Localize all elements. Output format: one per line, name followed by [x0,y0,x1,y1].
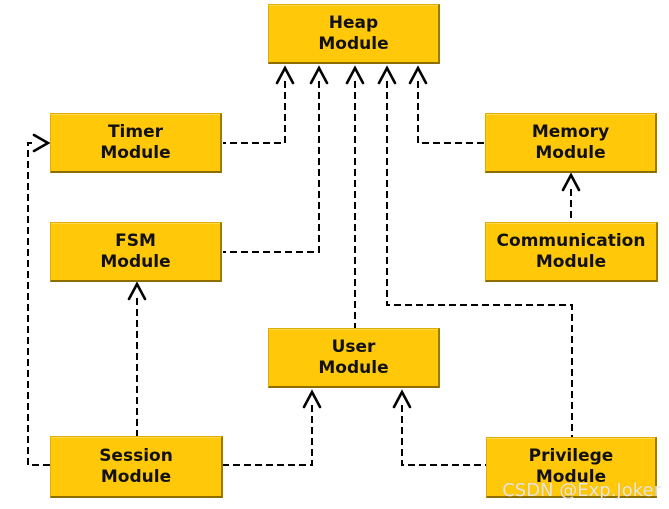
edge-fsm-to-heap [223,68,327,252]
node-label: User Module [318,337,388,379]
arrowhead-up-icon [277,68,293,83]
node-timer-module: Timer Module [50,113,222,173]
arrowhead-up-icon [304,392,320,407]
edge-privilege-to-user [394,392,486,465]
arrowhead-up-icon [563,175,579,190]
node-label: FSM Module [100,231,170,273]
node-label: Session Module [99,446,173,488]
edge-memory-to-heap [410,68,485,143]
edge-communication-to-memory [563,175,579,222]
node-memory-module: Memory Module [485,113,657,173]
arrowhead-up-icon [394,392,410,407]
arrowhead-up-icon [379,68,395,83]
node-label: Privilege Module [529,446,614,488]
node-label: Timer Module [100,122,170,164]
node-label: Heap Module [318,13,388,55]
edge-session-to-timer [28,135,50,465]
node-label: Memory Module [532,122,609,164]
node-fsm-module: FSM Module [50,222,222,282]
edge-timer-to-heap [223,68,293,143]
edge-session-to-user [223,392,320,465]
edge-user-to-heap [347,68,363,328]
node-session-module: Session Module [50,436,223,498]
arrowhead-right-icon [34,135,48,151]
node-heap-module: Heap Module [268,4,440,64]
arrowhead-up-icon [129,284,145,299]
edge-session-to-fsm [129,284,145,436]
arrowhead-up-icon [347,68,363,83]
node-privilege-module: Privilege Module [486,437,657,498]
node-label: Communication Module [497,231,646,273]
arrowhead-up-icon [311,68,327,83]
node-communication-module: Communication Module [485,222,658,282]
arrowhead-up-icon [410,68,426,83]
node-user-module: User Module [268,328,440,388]
